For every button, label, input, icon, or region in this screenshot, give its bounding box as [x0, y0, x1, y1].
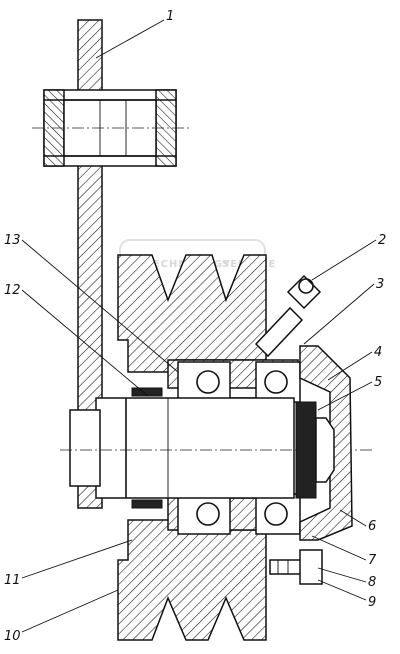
callout-1: 1	[166, 9, 174, 24]
callout-5: 5	[374, 375, 382, 390]
bearing-lower-left	[177, 493, 231, 535]
callout-3: 3	[376, 277, 384, 292]
callout-9: 9	[368, 595, 376, 610]
seal-lower	[131, 499, 163, 509]
bolt	[269, 549, 323, 585]
bearing-lower-right	[255, 493, 301, 535]
seal-upper	[131, 387, 163, 397]
callout-8: 8	[368, 575, 376, 590]
callout-4: 4	[374, 345, 382, 360]
callout-labels: 1 2 3 4 5 6 7 8 9 10 11 12 13	[4, 9, 386, 644]
shaft	[69, 397, 295, 499]
callout-2: 2	[378, 233, 386, 248]
grease-fitting	[254, 274, 322, 358]
callout-10: 10	[4, 629, 21, 644]
callout-11: 11	[4, 573, 21, 588]
pulley-sheave	[117, 254, 267, 641]
bearing-upper-right	[255, 361, 301, 403]
end-cap	[299, 345, 353, 541]
callout-13: 13	[4, 233, 21, 248]
callout-6: 6	[368, 519, 376, 534]
bearing-upper-left	[177, 361, 231, 403]
leader-lines	[21, 19, 377, 633]
lock-nut	[295, 401, 335, 499]
callout-12: 12	[4, 283, 21, 298]
callout-7: 7	[368, 553, 377, 568]
